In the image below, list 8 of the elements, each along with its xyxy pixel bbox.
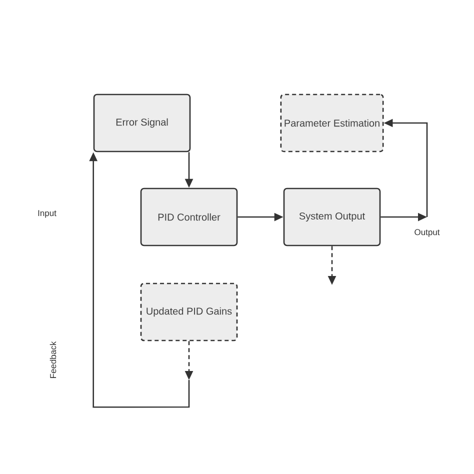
signal-label: Output [414,229,440,237]
dashed-process-box: Parameter Estimation [280,94,384,152]
dashed-process-box: Updated PID Gains [140,282,238,342]
signal-label: Input [38,210,56,218]
process-box: Error Signal [93,94,191,152]
process-box: System Output [283,188,381,246]
signal-label: Feedback [50,341,56,378]
process-box: PID Controller [140,188,238,246]
